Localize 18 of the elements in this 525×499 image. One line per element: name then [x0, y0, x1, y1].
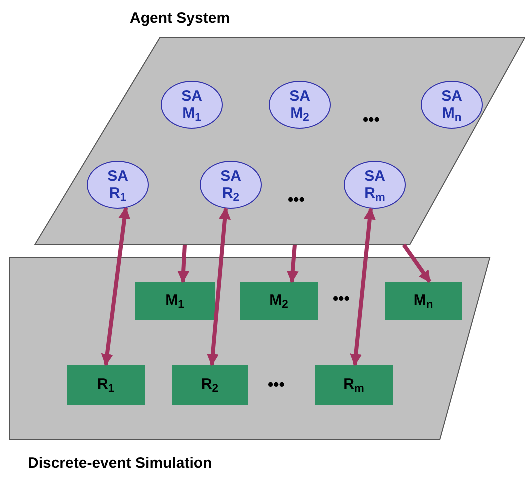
model-box: R$_{m}$: [315, 365, 393, 405]
model-box: M$_{2}$: [240, 282, 318, 320]
ellipsis-dots: •••: [333, 292, 350, 308]
arrow: [178, 244, 190, 284]
plane-heading: Discrete-event Simulation: [28, 454, 212, 474]
plane-heading: Agent System: [130, 9, 230, 29]
ellipsis-dots: •••: [288, 193, 305, 209]
model-box: R$_{1}$: [67, 365, 145, 405]
arrow: [286, 244, 299, 284]
ellipsis-dots: •••: [268, 378, 285, 394]
model-box: M$_{1}$: [135, 282, 215, 320]
ellipsis-dots: •••: [363, 113, 380, 129]
arrow: [402, 244, 432, 284]
arrow: [350, 208, 376, 366]
arrow: [206, 208, 232, 366]
model-box: M$_{n}$: [385, 282, 462, 320]
arrow: [101, 207, 131, 366]
model-box: R$_{2}$: [172, 365, 248, 405]
